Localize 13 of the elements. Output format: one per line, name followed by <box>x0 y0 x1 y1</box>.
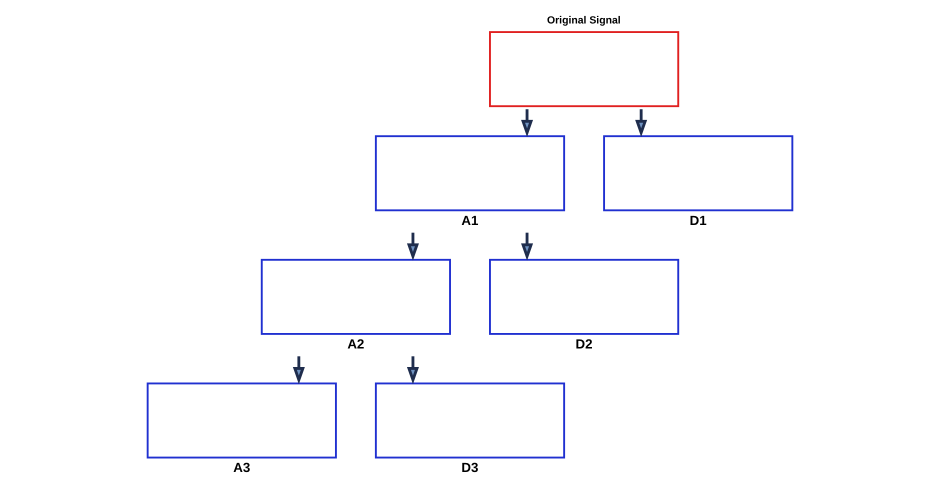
node-label: A2 <box>347 336 364 352</box>
node-label: D3 <box>461 460 478 476</box>
arrow <box>406 232 419 261</box>
arrow <box>292 356 305 384</box>
arrow <box>635 109 648 138</box>
node-label: D1 <box>690 212 707 228</box>
node-label: Original Signal <box>547 15 621 26</box>
arrow <box>521 232 534 261</box>
arrow <box>406 356 419 384</box>
node-label: D2 <box>576 336 593 352</box>
node-label: A3 <box>233 460 250 476</box>
node-label: A1 <box>461 212 478 228</box>
arrow <box>521 109 534 138</box>
